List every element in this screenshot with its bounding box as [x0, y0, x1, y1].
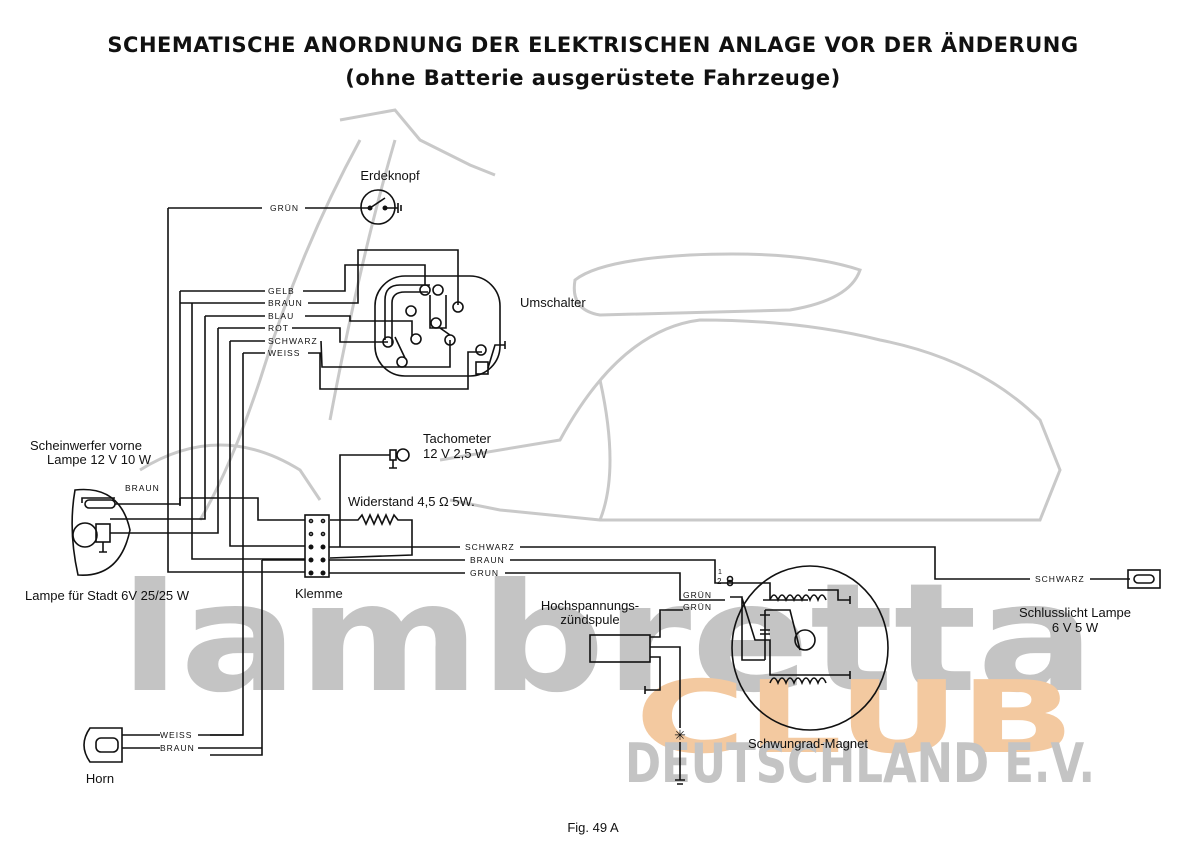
title-line-1: SCHEMATISCHE ANORDNUNG DER ELEKTRISCHEN …	[107, 32, 1078, 57]
wire-label-weiss: WEISS	[268, 348, 300, 358]
wire-label-braun-horn: BRAUN	[160, 743, 195, 753]
hochspannung-label-2: zündspule	[560, 612, 619, 627]
widerstand-label: Widerstand 4,5 Ω 5W.	[348, 494, 475, 509]
wire-label-gruen: GRÜN	[270, 203, 299, 213]
terminal-1-label: 1	[718, 569, 722, 576]
wire-label-grun-bus: GRUN	[470, 568, 499, 578]
headlight-scheinwerfer: Scheinwerfer vorne Lampe 12 V 10 W BRAUN…	[25, 438, 305, 603]
resistor-widerstand: Widerstand 4,5 Ω 5W.	[329, 494, 475, 559]
watermark-logo: lambretta CLUB DEUTSCHLAND E.V.	[120, 552, 1095, 795]
hochspannung-label-1: Hochspannungs-	[541, 598, 639, 613]
wire-label-gelb: GELB	[268, 286, 295, 296]
wire-label-blau: BLAU	[268, 311, 294, 321]
horn-label: Horn	[86, 771, 114, 786]
title-line-2: (ohne Batterie ausgerüstete Fahrzeuge)	[345, 66, 841, 90]
schlusslicht-label-2: 6 V 5 W	[1052, 620, 1099, 635]
bus-wire-labels: SCHWARZ BRAUN GRUN	[465, 542, 515, 578]
magnet-label: Schwungrad-Magnet	[748, 736, 868, 751]
terminal-block-klemme: Klemme	[295, 514, 343, 601]
stadtlampe-label: Lampe für Stadt 6V 25/25 W	[25, 588, 190, 603]
scooter-outline	[139, 108, 1062, 522]
schlusslicht-label-1: Schlusslicht Lampe	[1019, 605, 1131, 620]
watermark-org: DEUTSCHLAND E.V.	[625, 732, 1095, 795]
wire-label-gruen-2: GRÜN	[683, 602, 712, 612]
wire-label-schwarz: SCHWARZ	[268, 336, 318, 346]
wire-label-rot: ROT	[268, 323, 289, 333]
wire-label-weiss-horn: WEISS	[160, 730, 192, 740]
wire-label-braun: BRAUN	[268, 298, 303, 308]
tachometer: Tachometer 12 V 2,5 W	[339, 431, 492, 547]
wire-label-schwarz-bus: SCHWARZ	[465, 542, 515, 552]
erdeknopf-label: Erdeknopf	[360, 168, 420, 183]
light-switch-umschalter: Umschalter	[374, 275, 586, 377]
watermark-brand: lambretta	[120, 552, 1095, 726]
left-wire-bundle	[130, 208, 305, 736]
flywheel-magneto: 1 2 GRÜN GRÜN Schwungrad-Magnet	[683, 565, 889, 751]
klemme-label: Klemme	[295, 586, 343, 601]
tachometer-label-1: Tachometer	[423, 431, 492, 446]
spark-icon: ✳	[674, 727, 686, 743]
ground-button-erdeknopf: Erdeknopf GRÜN	[168, 168, 420, 225]
scheinwerfer-label-1: Scheinwerfer vorne	[30, 438, 142, 453]
figure-caption: Fig. 49 A	[567, 820, 619, 835]
scheinwerfer-label-2: Lampe 12 V 10 W	[47, 452, 152, 467]
watermark-club: CLUB	[635, 659, 1075, 776]
wire-label-braun-headlamp: BRAUN	[125, 483, 160, 493]
wire-label-gruen-1: GRÜN	[683, 590, 712, 600]
umschalter-label: Umschalter	[520, 295, 586, 310]
wire-label-schwarz-tail: SCHWARZ	[1035, 574, 1085, 584]
wire-label-braun-bus: BRAUN	[470, 555, 505, 565]
ignition-coil: Hochspannungs- zündspule ✳	[541, 598, 686, 785]
tail-light-schlusslicht: SCHWARZ Schlusslicht Lampe 6 V 5 W	[1019, 569, 1161, 635]
horn: WEISS BRAUN Horn	[83, 727, 262, 786]
switch-wire-labels: GELB BRAUN BLAU ROT SCHWARZ WEISS	[268, 286, 318, 358]
terminal-2-label: 2	[717, 577, 722, 586]
tachometer-label-2: 12 V 2,5 W	[423, 446, 488, 461]
